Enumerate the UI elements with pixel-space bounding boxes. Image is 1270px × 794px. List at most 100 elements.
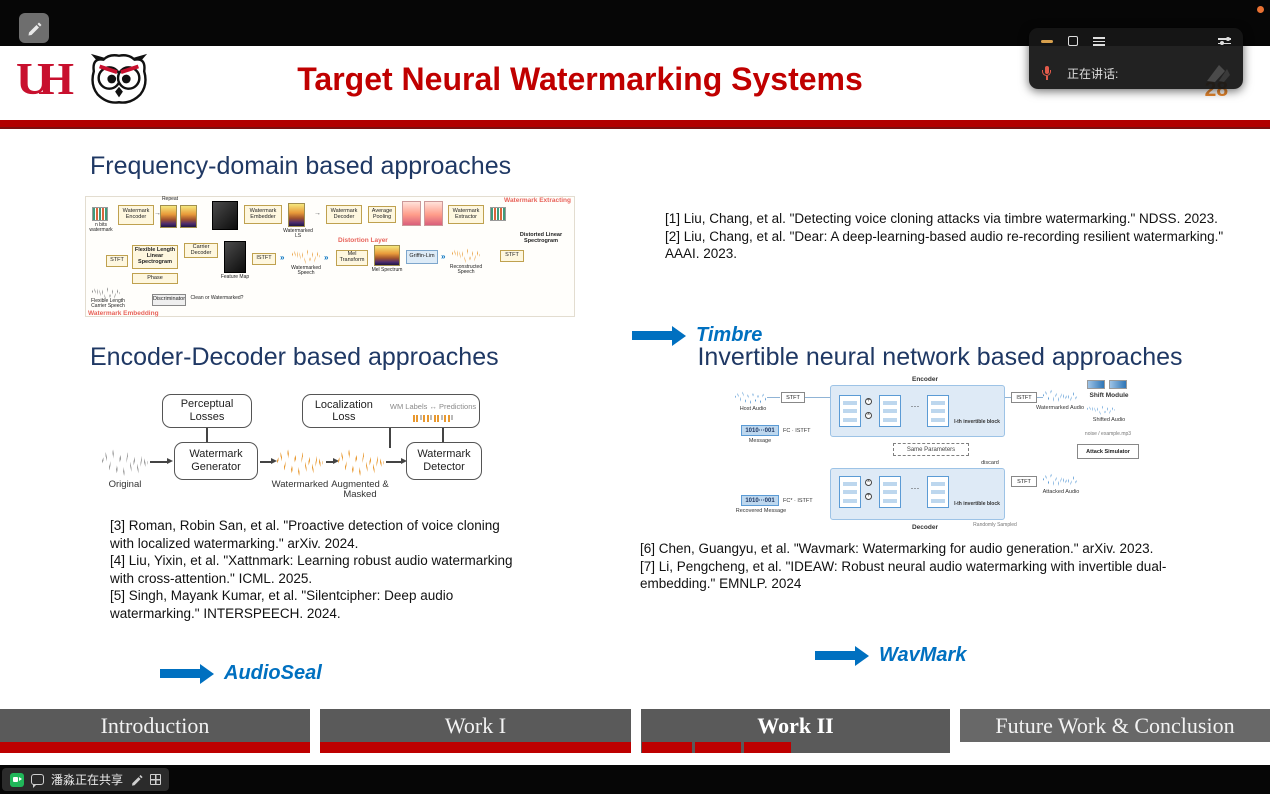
invertible-block <box>927 395 949 427</box>
box-same-parameters: Same Parameters <box>893 443 969 456</box>
label-fc-star-istft: FC* · ISTFT <box>783 498 813 504</box>
label-ith-invertible-block: I-th invertible block <box>954 419 1000 425</box>
box-watermark-generator: Watermark Generator <box>174 442 258 480</box>
label-discard: discard <box>981 460 999 466</box>
speaking-label: 正在讲话: <box>1067 66 1119 81</box>
box-flexible-linear-spectrogram: Flexible Length Linear Spectrogram <box>132 245 178 269</box>
label-message: Message <box>748 438 772 444</box>
label-host-audio: Host Audio <box>739 406 767 412</box>
arrow: → <box>314 210 321 217</box>
invertible-block <box>879 395 901 427</box>
label-watermarked-speech: Watermarked Speech <box>291 265 321 277</box>
box-discriminator: Discriminator <box>152 294 186 306</box>
label-localization-loss: Localization Loss <box>314 398 373 423</box>
mul-op-icon: × <box>865 479 872 486</box>
label-watermarked-ls: Watermarked LS <box>283 228 313 240</box>
whiteboard-icon[interactable] <box>150 774 162 785</box>
keyword-row-timbre: Timbre <box>632 324 762 347</box>
keyword-wavmark: WavMark <box>879 644 967 666</box>
connector-line <box>767 397 780 398</box>
nav-item-work-1: Work I <box>320 709 631 742</box>
label-watermarked-audio: Watermarked Audio <box>1035 405 1085 411</box>
label-watermarked: Watermarked <box>271 479 329 490</box>
box-phase: Phase <box>132 273 178 284</box>
recovered-message-bits: 1010···001 <box>741 495 779 506</box>
ellipsis: ··· <box>910 483 920 493</box>
keyword-audioseal: AudioSeal <box>224 662 322 684</box>
waveform-shifted-audio <box>1087 404 1115 415</box>
box-stft-2: STFT <box>500 250 524 262</box>
mul-op-icon: × <box>865 412 872 419</box>
menu-icon[interactable] <box>1093 35 1105 48</box>
label-recovered-message: Recovered Message <box>735 508 787 514</box>
box-watermark-decoder: Watermark Decoder <box>326 205 362 224</box>
waveform-watermarked <box>277 449 323 476</box>
heading-invertible-nn: Invertible neural network based approach… <box>697 343 1183 371</box>
meeting-toolbar: 正在讲话: <box>1029 28 1243 89</box>
references-frequency: [1] Liu, Chang, et al. "Detecting voice … <box>665 210 1227 263</box>
caption-distortion-layer: Distortion Layer <box>338 237 388 244</box>
label-randomly-sampled: Randomly Sampled <box>973 522 1017 528</box>
spectrogram-thumb <box>424 201 443 226</box>
box-stft: STFT <box>106 255 128 267</box>
wm-ticks-icon <box>390 414 476 422</box>
box-carrier-decoder: Carrier Decoder <box>184 243 218 258</box>
spectrogram-thumb <box>402 201 421 226</box>
arrow <box>326 458 339 464</box>
box-stft-encoder: STFT <box>781 392 805 403</box>
mic-muted-icon[interactable] <box>1041 66 1052 80</box>
restore-window-icon[interactable] <box>1068 36 1078 47</box>
label-carrier-speech: Flexible Length Carrier Speech <box>91 298 125 310</box>
label-fc-istft: FC · ISTFT <box>783 428 811 434</box>
reference-item: [1] Liu, Chang, et al. "Detecting voice … <box>665 211 1218 226</box>
blue-arrow-icon <box>160 663 214 684</box>
shift-thumb <box>1087 380 1105 389</box>
label-clean-or-watermarked: Clean or Watermarked? <box>190 295 244 301</box>
reference-item: [6] Chen, Guangyu, et al. "Wavmark: Wate… <box>640 541 1154 556</box>
toolbar-speaker-row: 正在讲话: <box>1041 63 1231 83</box>
waveform-augmented <box>338 449 384 476</box>
shared-slide: UH Target Neural Watermarking Systems 28… <box>0 46 1270 765</box>
invertible-block <box>927 476 949 508</box>
flow-arrow: » <box>280 253 285 262</box>
invertible-block <box>879 476 901 508</box>
box-watermark-encoder: Watermark Encoder <box>118 205 154 225</box>
reference-item: [7] Li, Pengcheng, et al. "IDEAW: Robust… <box>640 558 1167 592</box>
add-op-icon: + <box>865 493 872 500</box>
progress-segment <box>642 742 692 753</box>
keyword-row-audioseal: AudioSeal <box>160 662 322 685</box>
spectrogram-thumb <box>288 203 305 227</box>
feature-stack-thumb <box>212 201 238 230</box>
feature-map-thumb <box>224 241 246 273</box>
label-distorted-ls: Distorted Linear Spectrogram <box>519 232 563 244</box>
blue-arrow-icon <box>815 645 869 666</box>
owl-mascot-logo <box>90 53 148 104</box>
label-shifted-audio: Shifted Audio <box>1092 417 1126 423</box>
connector-line <box>1037 397 1043 398</box>
box-watermark-detector: Watermark Detector <box>406 442 482 480</box>
label-attack-source: noise / example.mp3 <box>1084 431 1132 437</box>
chat-icon[interactable] <box>31 774 44 788</box>
annotation-tool-button[interactable] <box>19 13 49 43</box>
heading-frequency-domain: Frequency-domain based approaches <box>90 152 512 180</box>
nav-item-introduction: Introduction <box>0 709 310 742</box>
waveform-watermarked-speech <box>292 247 320 264</box>
layout-toggle-icon[interactable] <box>1218 35 1231 47</box>
box-watermark-embedder: Watermark Embedder <box>244 205 282 224</box>
add-op-icon: + <box>865 398 872 405</box>
nav-item-work-2-active: Work II <box>641 709 950 742</box>
pen-icon[interactable] <box>130 773 143 786</box>
label-reconstructed-speech: Reconstructed Speech <box>449 264 483 276</box>
invertible-block <box>839 476 861 508</box>
title-divider-rule <box>0 120 1270 129</box>
minimize-icon[interactable] <box>1041 39 1053 43</box>
box-attack-simulator: Attack Simulator <box>1077 444 1139 459</box>
label-shift-module: Shift Module <box>1089 392 1129 399</box>
wm-labels-predictions: WM Labels ↔ Predictions <box>390 400 476 422</box>
ellipsis: ··· <box>910 401 920 411</box>
meeting-app-icon[interactable] <box>10 772 24 787</box>
reference-item: [5] Singh, Mayank Kumar, et al. "Silentc… <box>110 588 454 621</box>
progress-segment <box>695 742 741 753</box>
arrow <box>260 458 277 464</box>
nav-progress-bar <box>320 742 631 753</box>
